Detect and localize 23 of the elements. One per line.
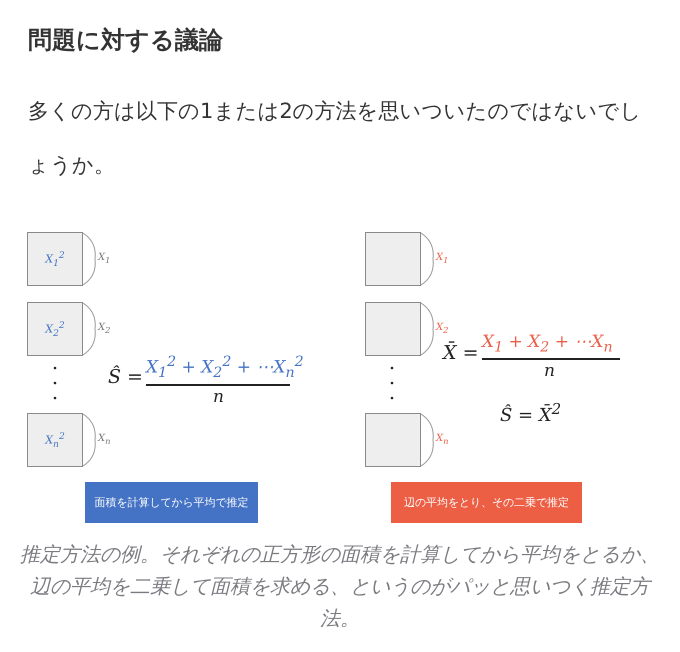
square	[27, 302, 83, 356]
square	[27, 232, 83, 286]
formula-text: Ŝ =	[108, 366, 143, 388]
caption: 推定方法の例。それぞれの正方形の面積を計算してから平均をとるか、辺の平均を二乗して面積を求める、というのがパッと思いつく推定方法。	[20, 541, 660, 632]
side-label: X$_{1}$	[98, 252, 110, 265]
side-label: X$_{n}$	[436, 433, 448, 446]
square	[365, 413, 421, 467]
formula-numerator: X$_{1}$ + X$_{2}$ + ⋯X$_{n}$	[482, 331, 613, 356]
formula-text: Ŝ = X̄$^{2}$	[500, 400, 562, 426]
method-box: 辺の平均をとり、その二乗で推定	[391, 482, 582, 523]
formula-text: X̄ =	[443, 342, 478, 364]
heading: 問題に対する議論	[28, 25, 223, 56]
formula-denominator: n	[544, 361, 555, 381]
side-label: X$_{2}$	[98, 322, 110, 335]
side-label: X$_{1}$	[436, 252, 448, 265]
square	[365, 302, 421, 356]
side-label: X$_{2}$	[436, 322, 448, 335]
paragraph: 多くの方は以下の1または2の方法を思いついたのではないでしょうか。	[28, 98, 643, 179]
formula-denominator: n	[213, 387, 224, 407]
square	[365, 232, 421, 286]
side-label: X$_{n}$	[98, 433, 110, 446]
square	[27, 413, 83, 467]
method-box: 面積を計算してから平均で推定	[85, 482, 258, 523]
